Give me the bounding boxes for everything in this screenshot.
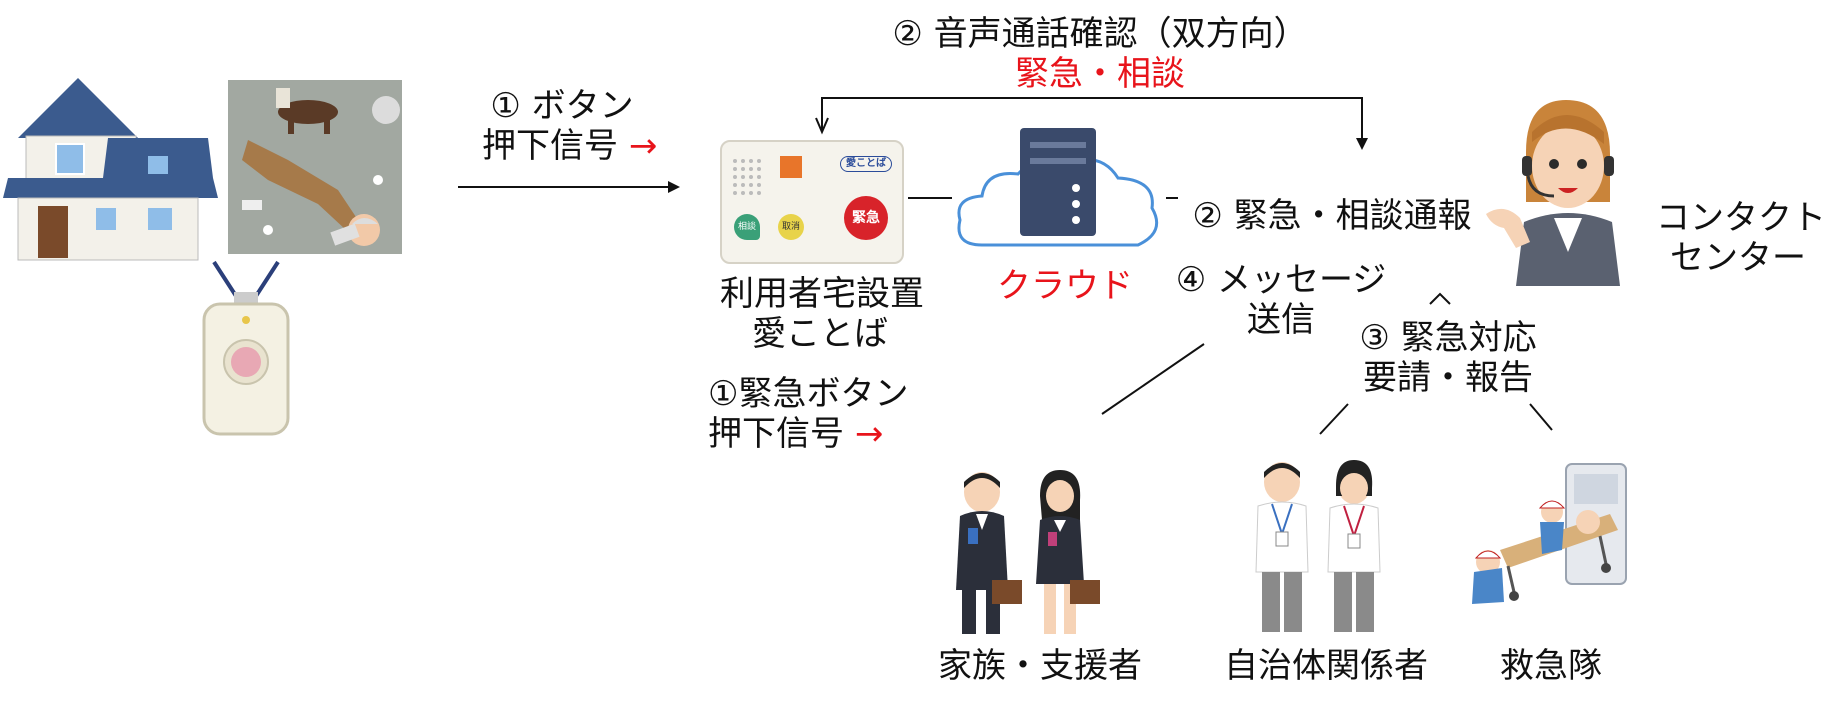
response-line1: ③ 緊急対応 <box>1359 318 1537 358</box>
device-panel: 愛ことば 相談 取消 緊急 <box>720 140 904 264</box>
pendant-button-illustration <box>202 260 290 436</box>
device-label-line1: 利用者宅設置 <box>720 274 924 314</box>
device-display-icon <box>780 156 802 178</box>
device-label-line2: 愛ことば <box>752 314 888 354</box>
contact-line1: コンタクト <box>1656 198 1826 238</box>
red-arrow: → <box>854 414 884 454</box>
device-logo: 愛ことば <box>840 156 892 172</box>
line-to-ambulance <box>1529 403 1553 431</box>
voice-call-line2: 緊急・相談 <box>1015 54 1185 94</box>
line-to-family <box>1101 343 1205 415</box>
emergency-response-label: ③ 緊急対応 要請・報告 <box>1358 318 1538 398</box>
ambulance-label: 救急隊 <box>1500 646 1602 686</box>
response-line2: 要請・報告 <box>1363 358 1533 398</box>
municipal-staff-illustration <box>1255 460 1381 632</box>
house-illustration <box>3 78 218 261</box>
message-line1: ④ メッセージ <box>1175 260 1387 300</box>
operator-illustration <box>1486 100 1620 286</box>
contact-center-label: コンタクト センター <box>1656 198 1826 278</box>
contact-line2: センター <box>1670 238 1806 278</box>
caret-step3 <box>1429 292 1451 305</box>
municipal-label: 自治体関係者 <box>1224 646 1428 686</box>
cloud-label: クラウド <box>997 266 1133 306</box>
line-to-municipal <box>1319 403 1349 435</box>
fallen-person-illustration <box>228 80 402 254</box>
step1-bottom-line1: ①緊急ボタン <box>708 374 909 414</box>
server-icon <box>1020 128 1096 236</box>
message-label: ④ メッセージ 送信 <box>1166 260 1396 340</box>
message-line2: 送信 <box>1247 300 1315 340</box>
report-label: ② 緊急・相談通報 <box>1192 196 1472 236</box>
voice-call-line1: ② 音声通話確認（双方向） <box>892 14 1308 54</box>
emergency-button[interactable]: 緊急 <box>844 196 888 240</box>
cancel-button[interactable]: 取消 <box>778 214 804 240</box>
family-illustration <box>956 470 1100 634</box>
consult-button[interactable]: 相談 <box>734 214 760 240</box>
step1-top-line1: ① ボタン <box>490 86 634 126</box>
ambulance-crew-illustration <box>1472 463 1627 604</box>
red-arrow: → <box>628 126 658 166</box>
step1-top-label: ① ボタン 押下信号 → <box>482 86 657 166</box>
step1-bottom-line2: 押下信号 <box>708 414 844 454</box>
family-label: 家族・支援者 <box>938 646 1142 686</box>
device-label: 利用者宅設置 愛ことば <box>720 274 924 354</box>
voice-call-label: ② 音声通話確認（双方向） 緊急・相談 <box>890 14 1310 94</box>
step1-bottom-label: ①緊急ボタン 押下信号 → <box>708 374 928 454</box>
speaker-grille-icon <box>733 159 761 195</box>
step1-top-line2: 押下信号 <box>482 126 618 166</box>
